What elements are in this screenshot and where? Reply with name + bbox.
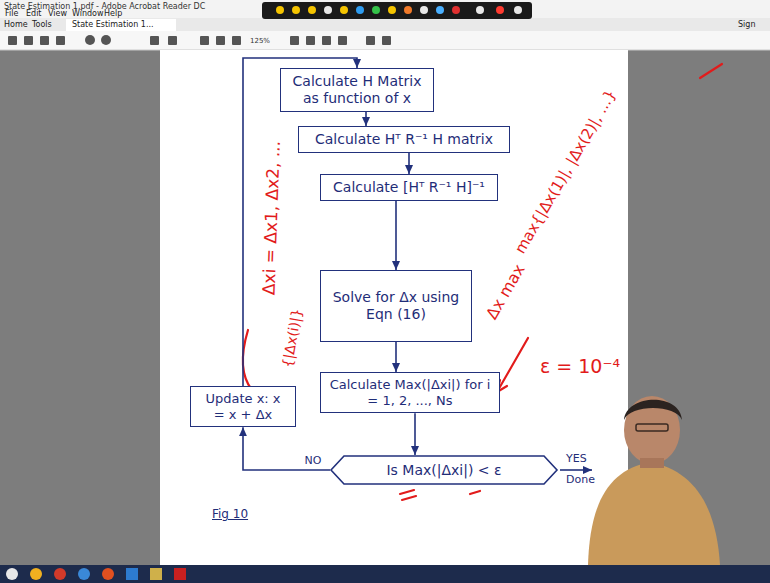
handwritten-note: max{|Δx(1)|, |Δx(2)|, ...} <box>512 87 620 257</box>
recorder-icons <box>276 6 522 14</box>
menu-item: File <box>5 9 18 18</box>
toolbar-icons <box>8 35 391 45</box>
toolbar <box>0 31 770 50</box>
end-label: Done <box>566 474 595 487</box>
taskbar <box>0 565 770 583</box>
exit-line <box>560 469 592 471</box>
menu-item: Edit <box>26 9 42 18</box>
process-box: Solve for Δx using Eqn (16) <box>320 270 472 342</box>
title-bar <box>0 0 770 18</box>
tab-label: Tools <box>32 20 52 29</box>
menu-item: Help <box>104 9 122 18</box>
process-box: Calculate Hᵀ R⁻¹ H matrix <box>298 126 510 153</box>
taskbar-icons <box>6 568 186 580</box>
node-text: Calculate Max(|Δxi|) for i = 1, 2, ..., … <box>329 377 491 408</box>
menu-item: Window <box>72 9 104 18</box>
process-box: Calculate H Matrix as function of x <box>280 68 434 112</box>
decision-box: Is Max(|Δxi|) < ε <box>330 455 558 485</box>
node-text: Calculate [Hᵀ R⁻¹ H]⁻¹ <box>333 179 485 196</box>
menu-item: View <box>48 9 67 18</box>
flow-connector <box>408 153 410 174</box>
handwritten-note: {|Δx(i)|} <box>279 307 305 369</box>
decision-outline-shape <box>331 456 557 484</box>
node-text: Update x: x = x + Δx <box>199 391 287 422</box>
red-annotations <box>243 64 722 500</box>
edge-label: NO <box>303 455 324 467</box>
handwritten-note: Δxi = Δx1, Δx2, ... <box>260 141 285 296</box>
presenter <box>588 396 720 565</box>
handwritten-note: Δx max <box>483 261 529 322</box>
node-text: Is Max(|Δxi|) < ε <box>386 462 501 479</box>
node-text: Calculate H Matrix as function of x <box>289 73 425 107</box>
document-tab-label: State Estimation 1... <box>72 20 154 29</box>
flow-connector <box>365 112 367 126</box>
node-text: Solve for Δx using Eqn (16) <box>329 289 463 323</box>
zoom-level: 125% <box>250 37 270 45</box>
flow-connector <box>395 342 397 372</box>
flow-connector <box>395 201 397 270</box>
document-tab <box>66 19 176 31</box>
process-box: Update x: x = x + Δx <box>190 386 296 427</box>
tab-bar <box>0 18 770 31</box>
tab-label: Home <box>4 20 28 29</box>
branch-label: YES <box>566 453 587 466</box>
document-page <box>160 50 628 565</box>
recorder-toolbar <box>262 2 532 19</box>
figure-caption: Fig 10 <box>212 508 248 522</box>
flow-connector <box>414 413 416 455</box>
process-box: Calculate Max(|Δxi|) for i = 1, 2, ..., … <box>320 372 500 413</box>
flow-connector <box>243 427 330 470</box>
handwritten-note: ε = 10⁻⁴ <box>540 356 620 378</box>
sign-button: Sign <box>738 20 755 29</box>
process-box: Calculate [Hᵀ R⁻¹ H]⁻¹ <box>320 174 498 201</box>
node-text: Calculate Hᵀ R⁻¹ H matrix <box>315 131 493 148</box>
